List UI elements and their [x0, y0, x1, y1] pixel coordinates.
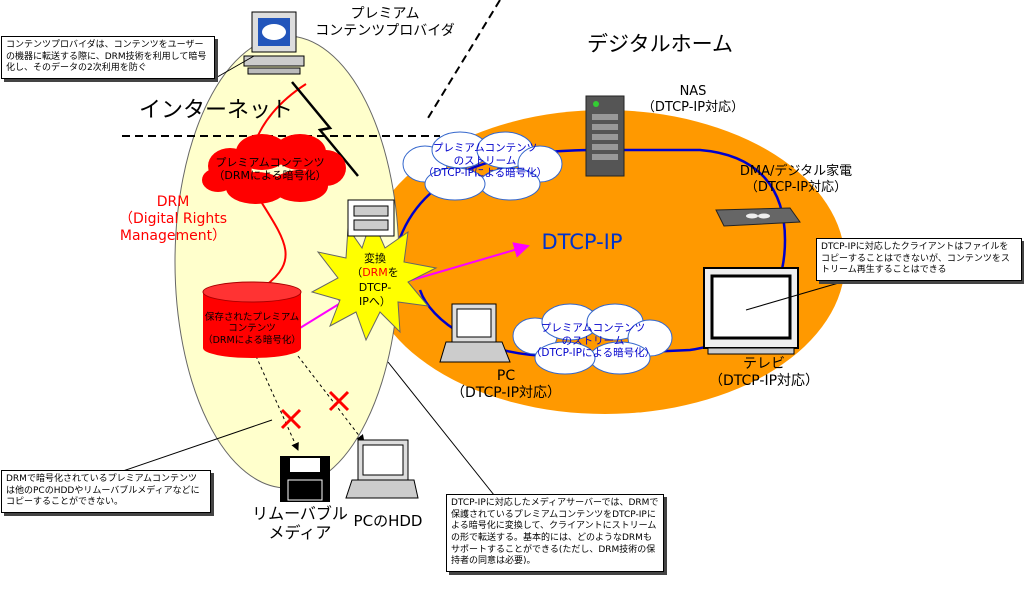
- convert-text: 変換 （DRMを DTCP- IPへ）: [340, 252, 410, 309]
- dma-label: DMA/デジタル家電 （DTCP-IP対応）: [739, 164, 853, 195]
- drm-label: DRM （Digital Rights Management）: [118, 194, 227, 244]
- note-drm-copy: DRMで暗号化されているプレミアムコンテンツは他のPCのHDDやリムーバブルメデ…: [1, 470, 211, 514]
- convert-line-1: 変換: [364, 252, 386, 265]
- lightning-bolt: [291, 81, 359, 177]
- conversion-burst: [310, 216, 438, 342]
- convert-line-4: IPへ）: [359, 294, 391, 308]
- provider-computer-icon: [243, 11, 305, 75]
- drm-content-cloud: [202, 134, 346, 204]
- copy-arrow-removable: [255, 355, 299, 451]
- premium-provider-label: プレミアム コンテンツプロバイダ: [315, 6, 455, 39]
- note-server: DTCP-IPに対応したメディアサーバーでは、DRMで保護されているプレミアムコ…: [446, 494, 664, 573]
- digital-home-label: デジタルホーム: [587, 32, 733, 56]
- copy-arrow-hdd: [297, 355, 365, 443]
- stream-cloud-top-text: プレミアムコンテンツ のストリーム （DTCP-IPによる暗号化）: [422, 142, 548, 180]
- stream-cloud-top: [402, 131, 563, 201]
- note-drm-connector: [119, 419, 273, 473]
- note-provider-connector: [211, 55, 255, 81]
- convert-line-3: DTCP-: [358, 280, 392, 294]
- tv-icon: [703, 267, 799, 355]
- arrow-to-dtcp: [411, 242, 530, 281]
- note-server-connector: [387, 361, 499, 501]
- internet-label: インターネット: [138, 98, 293, 123]
- no-copy-x-2: [328, 390, 350, 412]
- pc-hdd-laptop-icon: [345, 439, 419, 499]
- note-client-connector: [745, 281, 843, 311]
- note-client: DTCP-IPに対応したクライアントはファイルをコピーすることはできないが、コン…: [816, 238, 1022, 282]
- floppy-disk-icon: [280, 456, 330, 502]
- removable-media-label: リムーバブル メディア: [252, 504, 348, 543]
- dtcp-ip-label: DTCP-IP: [541, 230, 623, 254]
- drm-cloud-text: プレミアムコンテンツ （DRMによる暗号化）: [213, 156, 327, 183]
- stored-content-cylinder: [202, 281, 302, 358]
- pc-label: PC （DTCP-IP対応）: [450, 368, 562, 401]
- media-server-icon: [347, 199, 395, 237]
- nas-device-icon: [585, 95, 625, 177]
- stream-cloud-bottom-text: プレミアムコンテンツ のストリーム （DTCP-IPによる暗号化）: [530, 322, 656, 360]
- convert-drm-text: DRM: [362, 266, 388, 280]
- pc-laptop-icon: [439, 303, 511, 363]
- stream-cloud-bottom: [512, 303, 673, 375]
- tv-label: テレビ （DTCP-IP対応）: [708, 356, 820, 389]
- convert-line-2: （DRMを: [351, 266, 399, 280]
- cylinder-text: 保存されたプレミアム コンテンツ （DRMによる暗号化）: [203, 312, 301, 346]
- note-provider: コンテンツプロバイダは、コンテンツをユーザーの機器に転送する際に、DRM技術を利…: [1, 36, 215, 80]
- nas-label: NAS （DTCP-IP対応）: [641, 84, 745, 115]
- digital-home-separator-line: [427, 0, 501, 119]
- pc-hdd-label: PCのHDD: [353, 512, 423, 530]
- no-copy-x-1: [280, 408, 302, 430]
- dma-device-icon: [715, 207, 801, 227]
